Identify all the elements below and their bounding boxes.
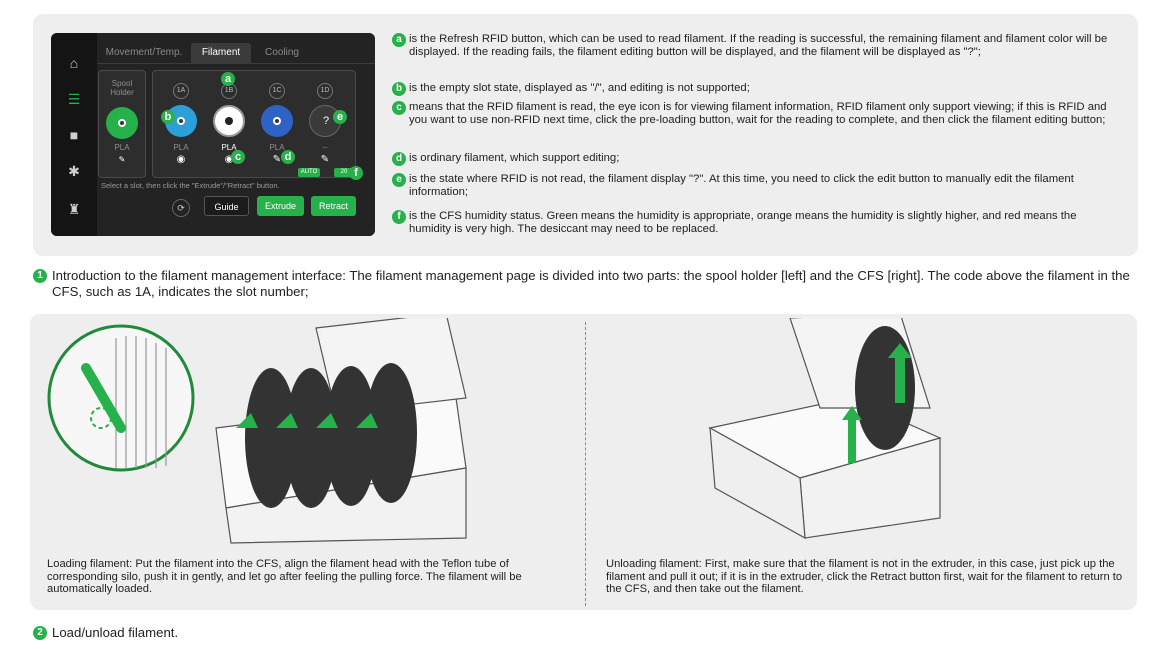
explanation-d-text: is ordinary filament, which support edit… xyxy=(409,152,620,164)
slot-1c-type: PLA xyxy=(269,143,285,152)
arrow-down-icon xyxy=(81,363,126,433)
slot-1b-spool[interactable] xyxy=(213,105,245,137)
edit-icon[interactable]: ✎ xyxy=(320,154,330,165)
tab-movement: Movement/Temp. xyxy=(105,47,183,58)
arrow-up-icon xyxy=(895,358,905,403)
edit-icon: ✎ xyxy=(118,155,126,164)
cfs-box: 1A 1B 1C 1D ? PLA PLA PLA -- ◉ ◉ ✎ ✎ xyxy=(152,70,356,178)
loading-illustration xyxy=(47,318,467,544)
edit-icon[interactable]: ✎ xyxy=(272,154,282,165)
slot-1d-type: -- xyxy=(322,143,328,152)
explanation-b-text: is the empty slot state, displayed as "/… xyxy=(409,82,750,94)
panel-divider xyxy=(585,322,586,606)
section-1-caption: Introduction to the filament management … xyxy=(52,268,1130,299)
slot-code-1d: 1D xyxy=(317,83,333,99)
guide-button[interactable]: Guide xyxy=(204,196,249,216)
badge-d: d xyxy=(392,152,406,166)
slot-1a-type: PLA xyxy=(173,143,189,152)
explanation-f: f is the CFS humidity status. Green mean… xyxy=(392,210,1112,236)
slot-code-1c: 1C xyxy=(269,83,285,99)
badge-e: e xyxy=(392,173,406,187)
extrude-button[interactable]: Extrude xyxy=(257,196,304,216)
marker-c: c xyxy=(231,150,245,164)
marker-b: b xyxy=(161,110,175,124)
explanation-c: c means that the RFID filament is read, … xyxy=(392,101,1112,127)
spool-holder-label: Spool Holder xyxy=(110,79,134,97)
marker-d: d xyxy=(281,150,295,164)
badge-b: b xyxy=(392,82,406,96)
robot-icon: ♜ xyxy=(67,201,81,217)
marker-a: a xyxy=(221,72,235,86)
step-1-badge: 1 xyxy=(33,269,47,283)
badge-a: a xyxy=(392,33,406,47)
folder-icon: ■ xyxy=(69,127,79,143)
explanation-f-text: is the CFS humidity status. Green means … xyxy=(409,210,1077,235)
explanation-a-text: is the Refresh RFID button, which can be… xyxy=(409,33,1108,58)
explanation-b: b is the empty slot state, displayed as … xyxy=(392,82,1112,96)
tab-cooling: Cooling xyxy=(265,47,299,58)
zoom-circle xyxy=(47,324,195,472)
spool-holder-box: Spool Holder PLA ✎ xyxy=(98,70,146,178)
retract-button[interactable]: Retract xyxy=(311,196,356,216)
screen-hint: Select a slot, then click the "Extrude"/… xyxy=(101,181,280,190)
explanation-e-text: is the state where RFID is not read, the… xyxy=(409,173,1074,198)
slot-code-1a: 1A xyxy=(173,83,189,99)
home-icon: ⌂ xyxy=(69,55,79,71)
explanation-e: e is the state where RFID is not read, t… xyxy=(392,173,1112,199)
badge-c: c xyxy=(392,101,406,115)
marker-f: f xyxy=(349,166,363,180)
sliders-icon: ☰ xyxy=(67,91,81,107)
step-2-badge: 2 xyxy=(33,626,47,640)
tab-underline xyxy=(97,63,375,64)
preload-icon[interactable]: ⟳ xyxy=(172,199,190,217)
holder-filament-type: PLA xyxy=(114,143,130,152)
loading-caption: Loading filament: Put the filament into … xyxy=(47,558,522,596)
unknown-filament-mark: ? xyxy=(322,115,330,127)
unloading-illustration xyxy=(708,318,942,540)
screen-tabs: Movement/Temp. Filament Cooling xyxy=(97,43,375,63)
slot-1c-spool[interactable] xyxy=(261,105,293,137)
badge-f: f xyxy=(392,210,406,224)
screen-sidebar: ⌂ ☰ ■ ✱ ♜ xyxy=(51,33,97,236)
holder-spool xyxy=(106,107,138,139)
eye-icon-rfid[interactable]: ◉ xyxy=(224,154,234,165)
explanation-a: a is the Refresh RFID button, which can … xyxy=(392,33,1112,59)
marker-e: e xyxy=(333,110,347,124)
gear-icon: ✱ xyxy=(68,163,80,179)
explanation-d: d is ordinary filament, which support ed… xyxy=(392,152,1112,166)
section-2-caption: Load/unload filament. xyxy=(52,625,179,640)
tab-filament: Filament xyxy=(191,43,251,63)
explanation-c-text: means that the RFID filament is read, th… xyxy=(409,101,1107,126)
humidity-badge: 20 xyxy=(334,168,354,177)
auto-badge: AUTO xyxy=(298,168,320,177)
illustration-panel xyxy=(30,314,1137,610)
slot-1b-type: PLA xyxy=(221,143,237,152)
filament-spool xyxy=(855,326,915,450)
eye-icon[interactable]: ◉ xyxy=(176,154,186,165)
unloading-caption: Unloading filament: First, make sure tha… xyxy=(606,558,1123,596)
